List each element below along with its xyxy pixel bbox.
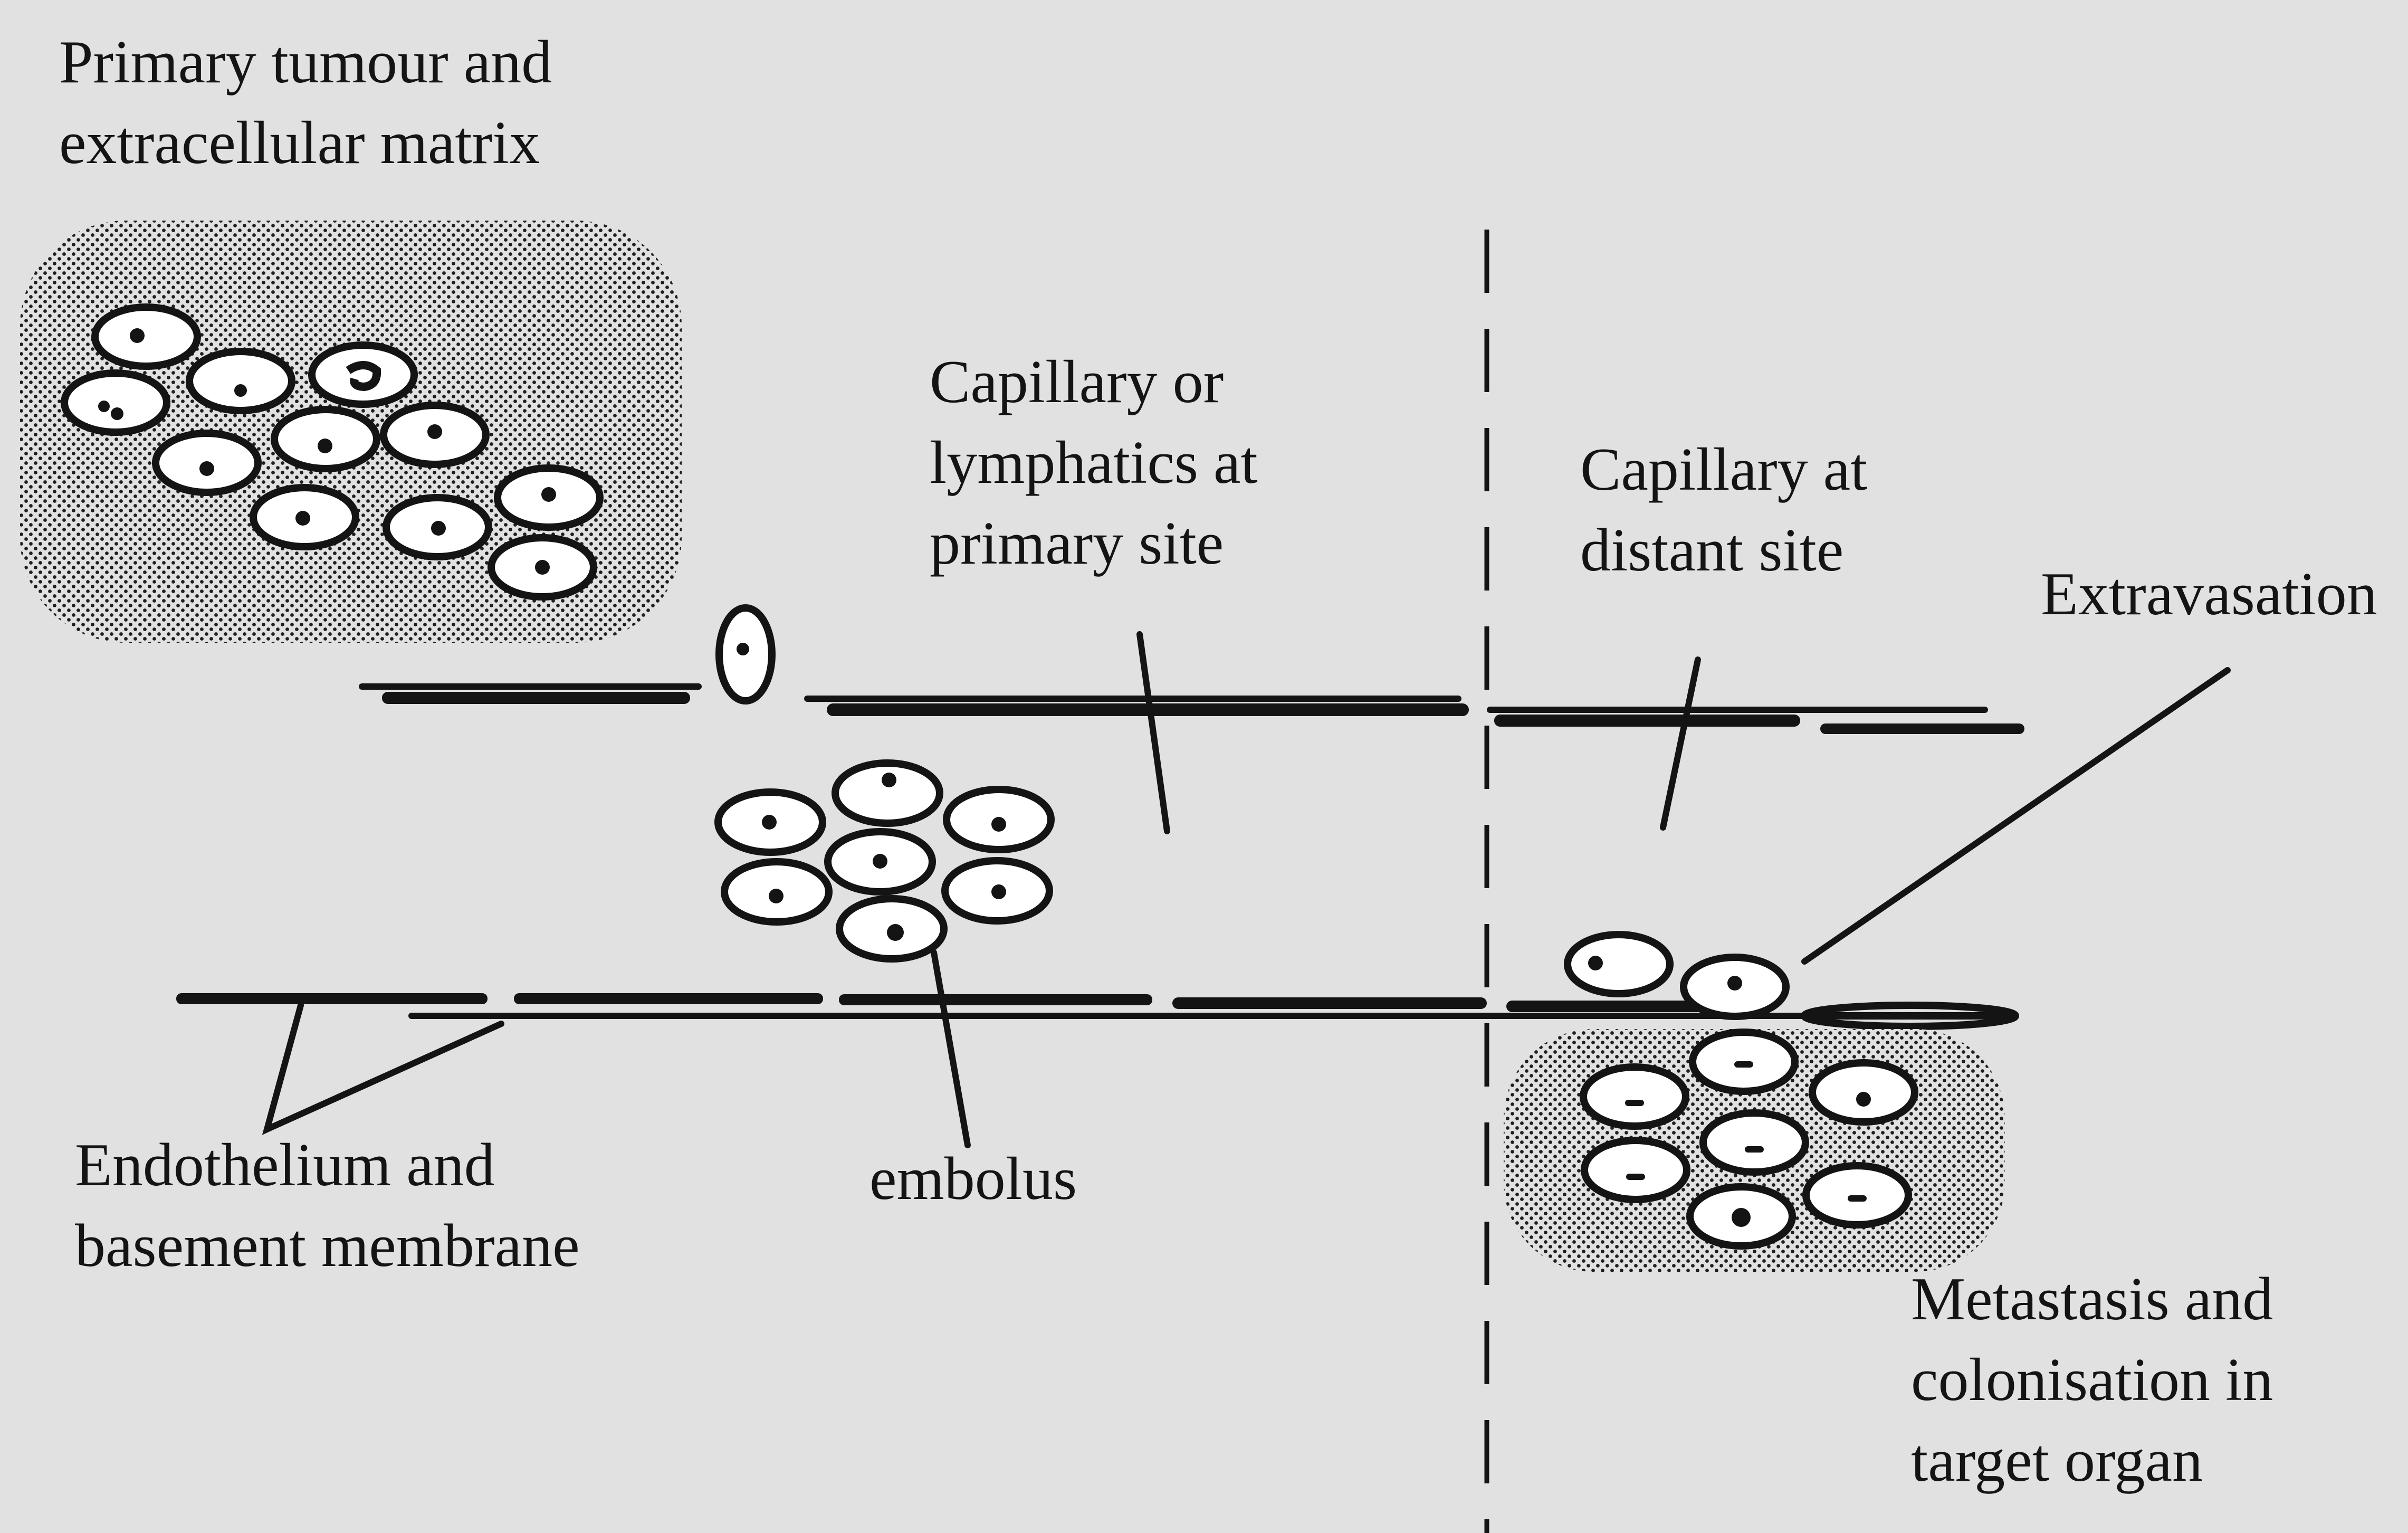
capillary-primary-label-line: Capillary or [930, 342, 1258, 423]
tumour-cell [1583, 1067, 1686, 1126]
capillary-distant-label: Capillary at distant site [1580, 430, 1867, 591]
embolus-cell [835, 763, 940, 823]
capillary-primary-label-line: primary site [930, 503, 1258, 584]
upper-vessel-wall [359, 683, 2024, 734]
endothelium-pointer [267, 1005, 501, 1129]
tumour-cell [1568, 935, 1670, 994]
metastasis-label-line: colonisation in [1911, 1340, 2273, 1421]
tumour-cell [312, 345, 414, 404]
tumour-cell [1703, 1113, 1805, 1172]
metastasis-label-line: Metastasis and [1911, 1259, 2273, 1340]
intravasating-cell [719, 608, 772, 701]
primary-tumour-label-line: extracellular matrix [59, 103, 552, 184]
capillary-distant-pointer [1663, 660, 1698, 827]
tumour-cell [95, 307, 197, 366]
metastasis-label-line: target organ [1911, 1421, 2273, 1501]
endothelium-label-line: basement membrane [75, 1206, 580, 1287]
capillary-primary-pointer [1140, 634, 1167, 831]
metastasis-label: Metastasis and colonisation in target or… [1911, 1259, 2273, 1501]
extravasation-pointer [1804, 670, 2228, 961]
primary-tumour-label-line: Primary tumour and [59, 22, 552, 103]
capillary-distant-label-line: Capillary at [1580, 430, 1867, 510]
endothelium-label-line: Endothelium and [75, 1125, 580, 1206]
tumour-cell [64, 373, 167, 432]
extravasation-label: Extravasation [2041, 554, 2377, 635]
capillary-distant-label-line: distant site [1580, 510, 1867, 591]
tumour-cell [1584, 1140, 1687, 1199]
primary-tumour-label: Primary tumour and extracellular matrix [59, 22, 552, 184]
tumour-cell [189, 351, 292, 411]
embolus-label: embolus [869, 1139, 1077, 1220]
capillary-primary-label-line: lymphatics at [930, 423, 1258, 503]
capillary-primary-label: Capillary or lymphatics at primary site [930, 342, 1258, 584]
embolus-pointer [934, 953, 968, 1145]
endothelium-label: Endothelium and basement membrane [75, 1125, 580, 1287]
